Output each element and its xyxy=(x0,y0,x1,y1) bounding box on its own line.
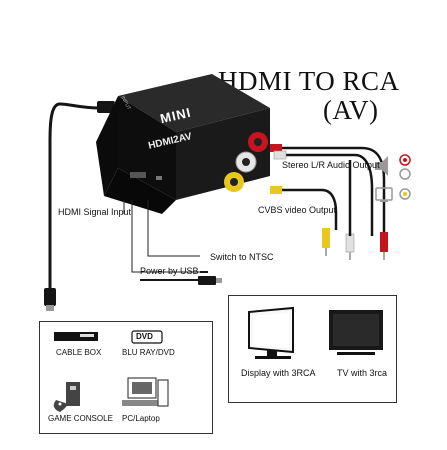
pc-laptop-icon xyxy=(122,377,169,407)
tv-label: TV with 3rca xyxy=(337,368,388,378)
speaker-icon xyxy=(375,156,388,176)
power-usb-label: Power by USB xyxy=(140,266,199,276)
rca-jack-white xyxy=(235,151,257,173)
sources-panel: CABLE BOX DVD BLU RAY/DVD GAME CONSOLE P… xyxy=(39,321,213,434)
hdmi-plug-bottom-icon xyxy=(44,288,56,311)
title-line-1: HDMI TO RCA xyxy=(218,66,400,96)
ntsc-switch xyxy=(156,176,162,180)
dvd-badge: DVD xyxy=(136,332,153,341)
callout-line-power xyxy=(131,200,208,273)
converter-box xyxy=(96,74,270,214)
rca-jack-red xyxy=(248,132,268,152)
video-screen-icon xyxy=(375,187,393,202)
rca-plug-white-bottom xyxy=(345,233,355,260)
rca-cable-yellow xyxy=(270,188,338,230)
rca-cable-white xyxy=(275,153,374,236)
tv-icon xyxy=(329,310,383,355)
callout-line-switch xyxy=(147,200,200,257)
rca-plug-red-left xyxy=(270,144,282,152)
dvd-player-icon xyxy=(131,330,163,344)
rca-plug-yellow-bottom xyxy=(322,228,330,256)
monitor-label: Display with 3RCA xyxy=(241,368,316,378)
switch-ntsc-label: Switch to NTSC xyxy=(210,252,274,262)
bluray-label: BLU RAY/DVD xyxy=(122,348,175,357)
rca-cable-red xyxy=(270,146,386,236)
game-console-label: GAME CONSOLE xyxy=(48,414,113,423)
rca-plug-white-left xyxy=(273,150,287,160)
hdmi-cable xyxy=(48,102,101,296)
displays-panel: Display with 3RCA TV with 3rca xyxy=(228,295,397,403)
rca-plug-red-bottom xyxy=(380,232,388,260)
audio-jack-indicators-icon xyxy=(399,154,411,180)
monitor-icon xyxy=(248,306,294,359)
rca-jack-yellow xyxy=(224,172,244,192)
video-jack-indicator-icon xyxy=(399,188,411,200)
cvbs-video-label: CVBS video Output xyxy=(258,205,337,215)
stereo-audio-label: Stereo L/R Audio Output xyxy=(282,160,380,170)
cable-box-label: CABLE BOX xyxy=(56,348,102,357)
rca-plug-yellow-left xyxy=(270,186,282,194)
cable-box-icon xyxy=(54,332,98,341)
hdmi-input-label: HDMI Signal Input xyxy=(58,207,132,217)
title-line-2: (AV) xyxy=(323,95,379,125)
game-console-icon xyxy=(53,382,80,412)
usb-port xyxy=(130,172,146,178)
usb-plug-icon xyxy=(198,276,222,285)
pc-label: PC/Laptop xyxy=(122,414,160,423)
